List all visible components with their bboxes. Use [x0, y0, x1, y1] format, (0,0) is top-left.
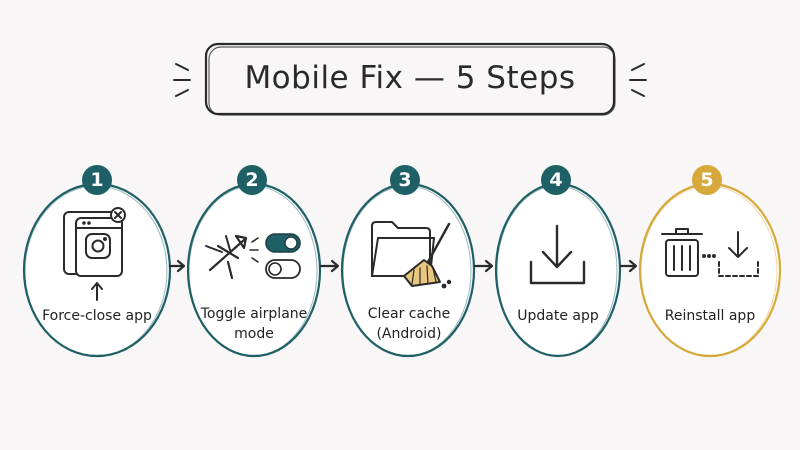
arrow-2-to-3: [319, 259, 340, 273]
download-icon: [529, 224, 586, 285]
step-2-number: 2: [245, 169, 259, 191]
title-frame: [204, 42, 616, 116]
step-4-number: 4: [549, 169, 563, 191]
arrow-1-to-2: [168, 259, 186, 273]
arrow-3-to-4: [473, 259, 494, 273]
step-3-badge: [390, 165, 420, 195]
step-3-label: Clear cache (Android): [367, 306, 451, 342]
step-2-label: Toggle airplane mode: [200, 306, 308, 342]
step-3-number: 3: [398, 169, 412, 191]
folder-broom-icon: [371, 221, 452, 289]
step-5-label: Reinstall app: [664, 308, 756, 324]
step-1-number: 1: [90, 169, 104, 191]
arrow-4-to-5: [619, 259, 638, 273]
app-window-close-icon: [63, 207, 126, 301]
step-1-badge: [82, 165, 112, 195]
step-4-label: Update app: [517, 308, 599, 324]
step-4-oval: [494, 182, 622, 358]
step-2-badge: [237, 165, 267, 195]
step-5-badge: [692, 165, 722, 195]
title-sparks-left: [173, 63, 191, 97]
trash-download-icon: [661, 228, 759, 277]
title-sparks-right: [629, 63, 647, 97]
page-title: Mobile Fix — 5 Steps: [244, 60, 576, 96]
step-1-label: Force-close app: [42, 308, 152, 324]
airplane-toggle-icon: [205, 233, 301, 280]
step-4-badge: [541, 165, 571, 195]
step-5-number: 5: [700, 169, 714, 191]
